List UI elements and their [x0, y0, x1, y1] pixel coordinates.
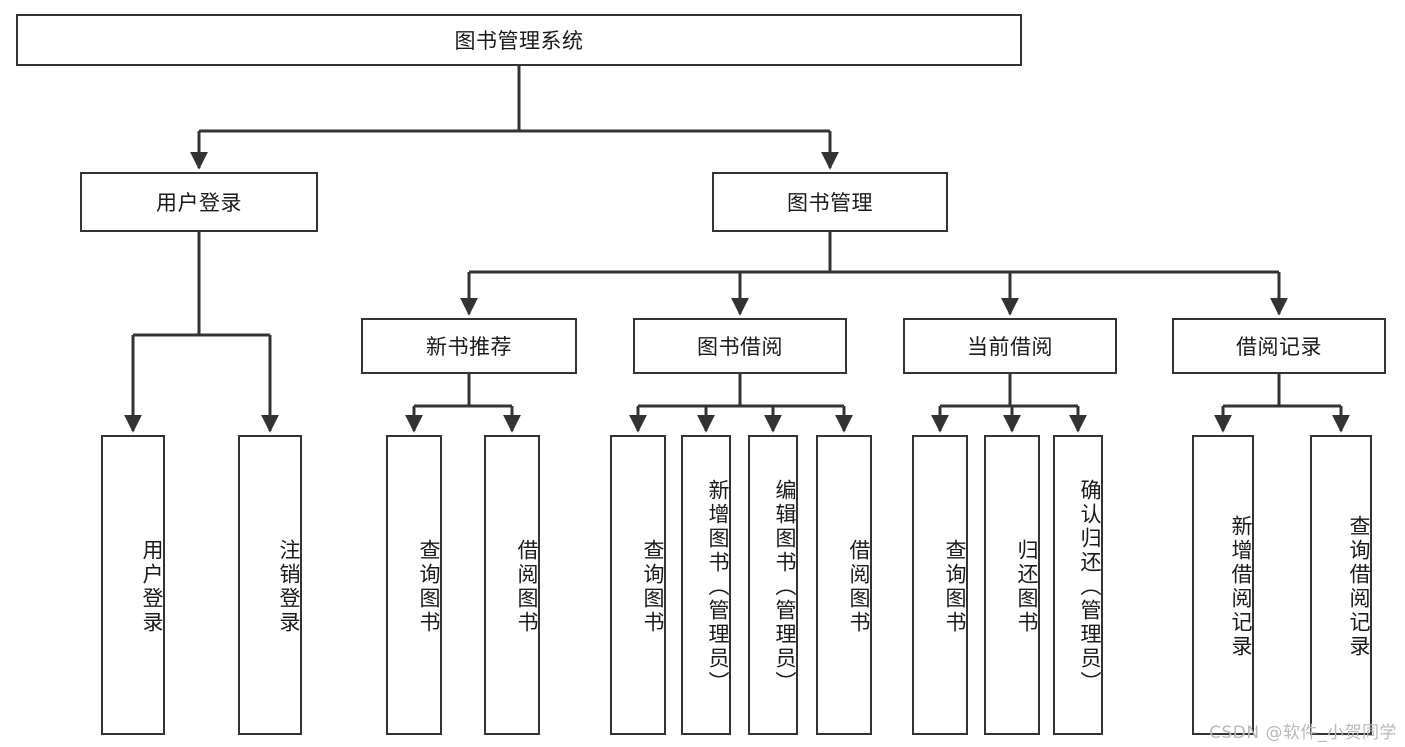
leaf-borrow-book-new[interactable]: 借阅图书 [484, 435, 540, 735]
node-root[interactable]: 图书管理系统 [16, 14, 1022, 66]
leaf-query-borrow-record[interactable]: 查询借阅记录 [1310, 435, 1372, 735]
leaf-borrow-book[interactable]: 借阅图书 [816, 435, 872, 735]
leaf-return-book[interactable]: 归还图书 [984, 435, 1040, 735]
node-borrow-record[interactable]: 借阅记录 [1172, 318, 1386, 374]
node-user-login[interactable]: 用户登录 [80, 172, 318, 232]
leaf-confirm-return-admin[interactable]: 确认归还（管理员） [1053, 435, 1103, 735]
leaf-add-book-admin[interactable]: 新增图书（管理员） [681, 435, 731, 735]
leaf-query-book-new[interactable]: 查询图书 [386, 435, 442, 735]
leaf-add-borrow-record[interactable]: 新增借阅记录 [1192, 435, 1254, 735]
node-book-manage[interactable]: 图书管理 [712, 172, 948, 232]
node-current-borrow[interactable]: 当前借阅 [903, 318, 1117, 374]
node-book-borrow[interactable]: 图书借阅 [633, 318, 847, 374]
leaf-edit-book-admin[interactable]: 编辑图书（管理员） [748, 435, 798, 735]
leaf-query-book-current[interactable]: 查询图书 [912, 435, 968, 735]
leaf-query-book-borrow[interactable]: 查询图书 [610, 435, 666, 735]
csdn-watermark: CSDN @软件_小贺同学 [1209, 723, 1397, 743]
leaf-user-login[interactable]: 用户登录 [101, 435, 165, 735]
node-new-book-recommend[interactable]: 新书推荐 [361, 318, 577, 374]
leaf-user-logout[interactable]: 注销登录 [238, 435, 302, 735]
